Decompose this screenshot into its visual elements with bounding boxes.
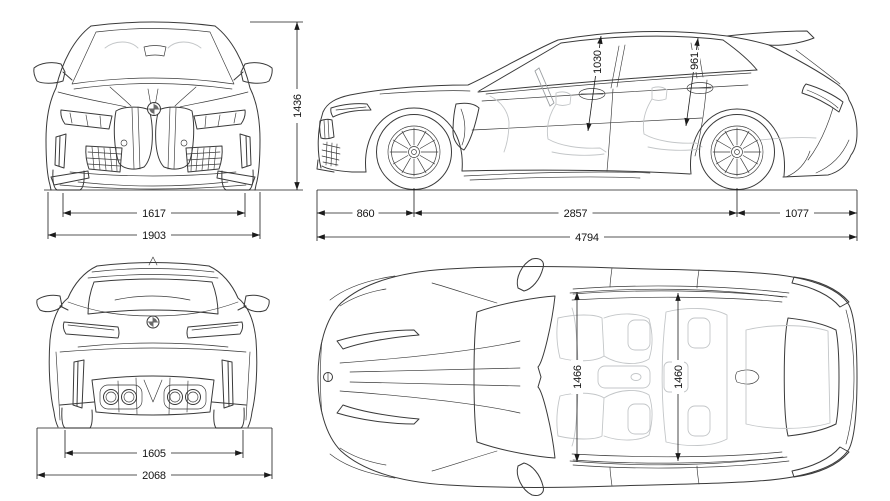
dim-side-front-overhang: 860 [357,208,375,220]
front-side-vents [54,133,252,169]
rear-exhausts [99,384,207,410]
top-rear-window [783,309,855,445]
rear-taillights [62,321,244,339]
front-lower-intakes [85,145,223,173]
dim-front-track: 1617 [142,208,166,220]
side-character-lines [379,84,749,181]
rear-car-outline [48,256,258,428]
front-headlights [60,109,246,130]
top-car-outline [317,266,858,488]
dim-side-length: 4794 [575,232,599,244]
rear-window [87,278,219,315]
bmw-roundel-icon [147,102,161,116]
side-dimensions: 860 2857 1077 4794 1030 961 [316,35,858,244]
dim-front-height: 1436 [292,94,304,118]
bmw-roundel-rear-icon [146,315,160,329]
top-hood [336,329,521,425]
dim-top-rear-interior-width: 1460 [673,365,685,389]
top-door-seams [569,267,784,487]
dim-side-wheelbase: 2857 [564,208,588,220]
front-hood-creases [57,86,249,108]
front-kidney-grilles [113,106,195,170]
top-rear-spoiler [791,276,850,478]
top-interior [556,307,831,447]
dim-side-rear-overhang: 1077 [785,208,809,220]
dim-rear-track: 1605 [142,448,166,460]
top-dimensions: 1466 1460 [571,291,685,463]
side-view: 860 2857 1077 4794 1030 961 [316,30,858,244]
top-windshield [431,282,556,472]
front-dimensions: 1617 1903 1436 [44,21,304,242]
front-splitter [50,170,256,187]
rear-bumper [55,347,251,421]
rear-dimensions: 1605 2068 [36,427,273,482]
top-view: 1466 1460 [317,258,858,496]
rear-tailgate-lines [67,301,239,348]
side-front-details [319,102,480,167]
side-rear-details [785,83,850,178]
rear-mirrors [36,294,270,313]
dim-front-width: 1903 [142,230,166,242]
rear-view: 1605 2068 [36,256,273,482]
side-interior [489,67,817,156]
bmw-roundel-top-icon [323,372,333,382]
dim-top-front-interior-width: 1466 [572,365,584,389]
top-roof [571,285,790,469]
side-glasshouse [477,35,841,95]
top-mirrors [516,258,544,496]
dim-side-rear-interior-height: 961 [689,52,701,70]
dim-rear-width-mirrors: 2068 [142,470,166,482]
front-mirrors [33,62,273,84]
front-view: 1617 1903 1436 [33,21,304,242]
dim-side-front-interior-height: 1030 [592,50,604,74]
